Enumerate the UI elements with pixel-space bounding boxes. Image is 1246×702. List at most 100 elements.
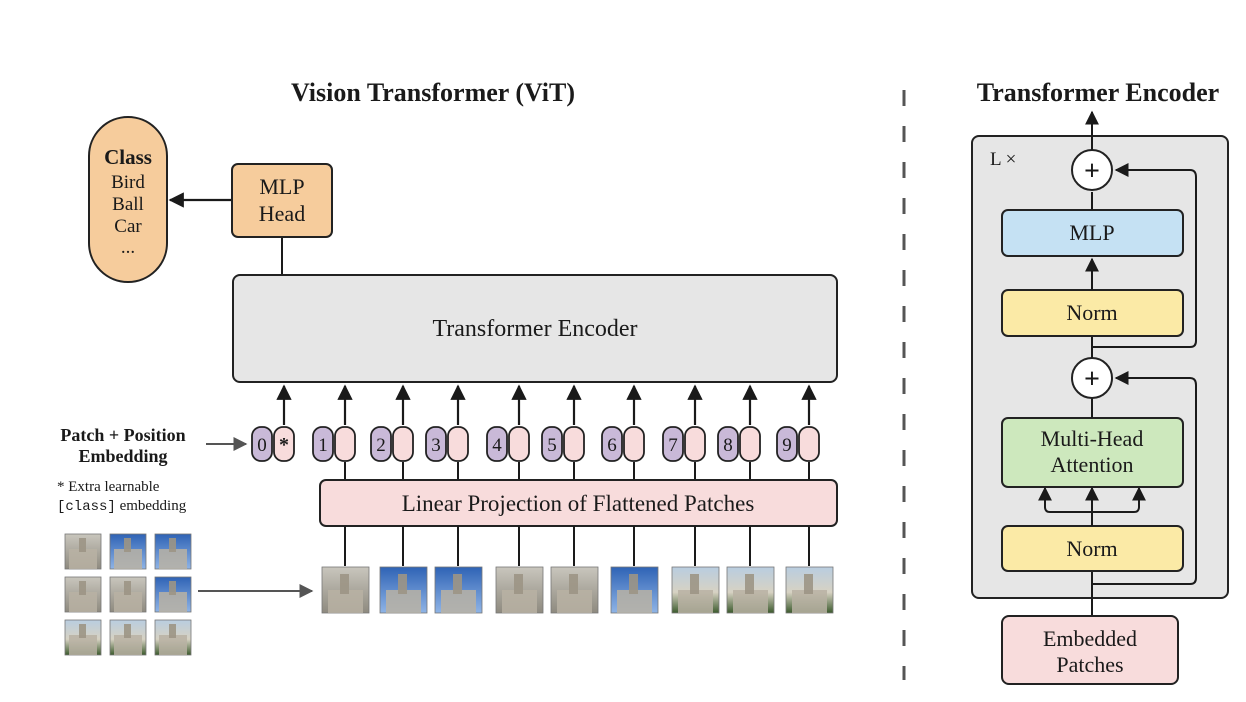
patch-position-label-line2: Embedding xyxy=(78,446,167,466)
token-row: 0 * 1 2 3 4 5 6 7 8 9 xyxy=(251,384,820,480)
patch-tower-shape xyxy=(804,574,813,594)
grid-building-shape xyxy=(114,635,142,655)
embedded-patches-label-line2: Patches xyxy=(1056,652,1123,677)
position-index: 6 xyxy=(607,435,617,456)
position-embedding-8 xyxy=(717,426,739,462)
attention-label-line1: Multi-Head xyxy=(1041,426,1144,451)
source-image-grid xyxy=(64,533,192,656)
patch-building-shape xyxy=(678,590,713,613)
patch-tower-shape xyxy=(514,574,523,594)
patch-tower-shape xyxy=(690,574,699,594)
grid-building-shape xyxy=(159,592,187,612)
grid-building-shape xyxy=(69,592,97,612)
grid-tower-shape xyxy=(124,538,131,552)
plus-symbol-2: + xyxy=(1084,156,1100,187)
position-embedding-4 xyxy=(486,426,508,462)
patch-embedding-7 xyxy=(684,426,706,462)
position-index: 8 xyxy=(723,435,733,456)
class-output-box xyxy=(88,116,168,283)
linear-projection-box xyxy=(319,479,838,527)
patch-embedding-4 xyxy=(508,426,530,462)
patch-tower-shape xyxy=(340,574,349,594)
patch-building-shape xyxy=(557,590,592,613)
position-index: 1 xyxy=(318,435,328,456)
mlp-head-label-line1: MLP xyxy=(259,174,304,199)
grid-building-shape xyxy=(159,635,187,655)
patch-embedding-9 xyxy=(798,426,820,462)
class-item-bird: Bird xyxy=(111,172,145,193)
transformer-encoder-label: Transformer Encoder xyxy=(432,316,637,342)
position-index: 9 xyxy=(782,435,792,456)
position-index: 5 xyxy=(547,435,557,456)
patch-building-shape xyxy=(617,590,652,613)
mlp-label: MLP xyxy=(1069,220,1114,245)
mlp-head-label-line2: Head xyxy=(259,201,305,226)
class-token-marker: * xyxy=(279,434,289,456)
class-item-ball: Ball xyxy=(112,194,144,215)
position-index: 2 xyxy=(376,435,386,456)
patch-building-shape xyxy=(386,590,421,613)
patch-building-shape xyxy=(792,590,827,613)
grid-building-shape xyxy=(69,549,97,569)
grid-tower-shape xyxy=(169,581,176,595)
grid-tower-shape xyxy=(169,624,176,638)
patch-building-shape xyxy=(328,590,363,613)
position-index: 3 xyxy=(431,435,441,456)
residual-connection-2 xyxy=(1092,163,1197,348)
grid-tower-shape xyxy=(124,581,131,595)
patch-embedding-3 xyxy=(447,426,469,462)
patch-embedding-8 xyxy=(739,426,761,462)
transformer-encoder-box xyxy=(232,274,838,383)
embedded-patches-label-line1: Embedded xyxy=(1043,626,1137,651)
patch-tower-shape xyxy=(745,574,754,594)
grid-building-shape xyxy=(114,549,142,569)
patch-strip xyxy=(321,526,834,614)
position-embedding-9 xyxy=(776,426,798,462)
class-heading: Class xyxy=(104,145,152,169)
embedded-patches-box xyxy=(1001,615,1179,685)
position-embedding-5 xyxy=(541,426,563,462)
grid-tower-shape xyxy=(79,624,86,638)
position-index: 0 xyxy=(257,435,267,456)
norm-label-1: Norm xyxy=(1066,536,1117,561)
grid-tower-shape xyxy=(124,624,131,638)
class-token-text: [class] xyxy=(57,499,116,515)
patch-embedding-5 xyxy=(563,426,585,462)
position-embedding-1 xyxy=(312,426,334,462)
plus-symbol-1: + xyxy=(1084,364,1100,395)
position-embedding-7 xyxy=(662,426,684,462)
embedding-suffix-text: embedding xyxy=(116,498,187,514)
norm-label-2: Norm xyxy=(1066,300,1117,325)
position-embedding-0 xyxy=(251,426,273,462)
repeat-label: L × xyxy=(990,149,1016,170)
class-embedding-note: [class] embedding xyxy=(57,498,187,515)
class-item-ellipsis: ... xyxy=(121,237,135,258)
patch-position-label-line1: Patch + Position xyxy=(60,425,185,445)
patch-embedding-2 xyxy=(392,426,414,462)
position-embedding-6 xyxy=(601,426,623,462)
grid-building-shape xyxy=(114,592,142,612)
position-embedding-3 xyxy=(425,426,447,462)
position-index: 4 xyxy=(492,435,502,456)
mlp-head-box xyxy=(231,163,333,238)
patch-building-shape xyxy=(502,590,537,613)
grid-building-shape xyxy=(69,635,97,655)
position-embedding-2 xyxy=(370,426,392,462)
extra-learnable-note: * Extra learnable xyxy=(57,479,160,495)
patch-tower-shape xyxy=(398,574,407,594)
vit-title: Vision Transformer (ViT) xyxy=(291,78,575,107)
linear-projection-label: Linear Projection of Flattened Patches xyxy=(402,491,755,516)
patch-building-shape xyxy=(441,590,476,613)
attention-label-line2: Attention xyxy=(1050,452,1133,477)
patch-tower-shape xyxy=(629,574,638,594)
patch-embedding-0 xyxy=(273,426,295,462)
patch-embedding-1 xyxy=(334,426,356,462)
class-item-car: Car xyxy=(114,216,142,237)
encoder-title: Transformer Encoder xyxy=(977,78,1219,107)
patch-tower-shape xyxy=(453,574,462,594)
patch-embedding-6 xyxy=(623,426,645,462)
position-index: 7 xyxy=(668,435,678,456)
grid-tower-shape xyxy=(79,538,86,552)
grid-building-shape xyxy=(159,549,187,569)
